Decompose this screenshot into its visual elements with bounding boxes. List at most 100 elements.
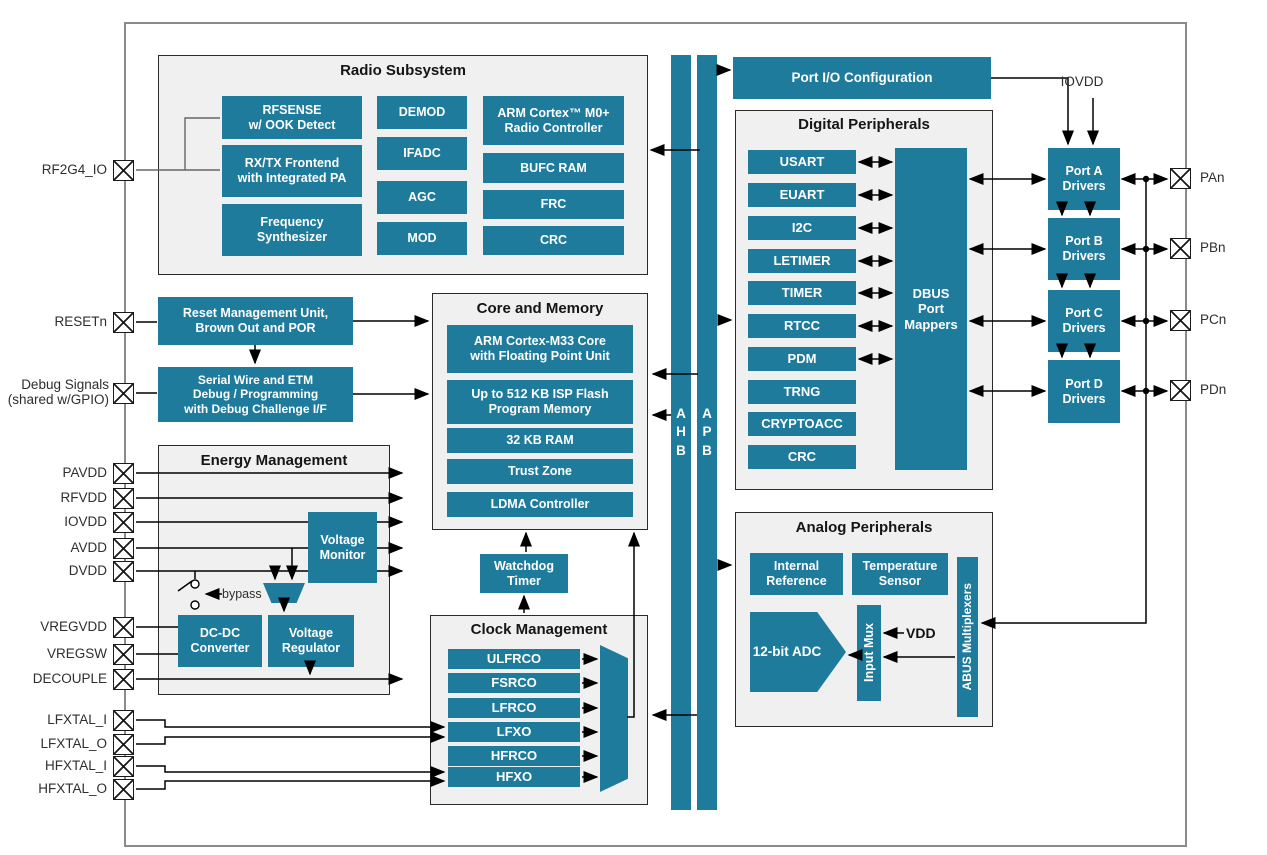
port-c-drivers: Port C Drivers xyxy=(1048,290,1120,352)
block-temperature-sensor: Temperature Sensor xyxy=(852,553,948,595)
ahb-bus-label: AHB xyxy=(676,406,686,458)
abus-multiplexers-label: ABUS Multiplexers xyxy=(960,583,975,691)
iovdd-top-label: IOVDD xyxy=(1060,74,1104,89)
port-a-drivers: Port A Drivers xyxy=(1048,148,1120,210)
osc-lfrco: LFRCO xyxy=(448,698,580,718)
block-voltage-regulator: Voltage Regulator xyxy=(268,615,354,667)
bypass-label: bypass xyxy=(222,587,262,601)
block-abus-multiplexers: ABUS Multiplexers xyxy=(957,557,978,717)
block-mod: MOD xyxy=(377,222,467,255)
block-reset-management: Reset Management Unit, Brown Out and POR xyxy=(158,297,353,345)
pin-resetn xyxy=(113,312,134,333)
pin-label-iovdd: IOVDD xyxy=(64,514,107,529)
pin-label-pcn: PCn xyxy=(1200,312,1227,327)
pin-vregsw xyxy=(113,644,134,665)
block-dbus-port-mappers: DBUS Port Mappers xyxy=(895,148,967,470)
block-frc: FRC xyxy=(483,190,624,219)
block-ram: 32 KB RAM xyxy=(447,428,633,453)
port-b-drivers: Port B Drivers xyxy=(1048,218,1120,280)
block-input-mux: Input Mux xyxy=(857,605,881,701)
peripheral-i2c: I2C xyxy=(748,216,856,240)
apb-bus: APB xyxy=(697,55,717,810)
peripheral-rtcc: RTCC xyxy=(748,314,856,338)
pin-pbn xyxy=(1170,238,1191,259)
osc-hfrco: HFRCO xyxy=(448,746,580,766)
pin-label-rfvdd: RFVDD xyxy=(60,490,108,505)
pin-dvdd xyxy=(113,561,134,582)
pin-pdn xyxy=(1170,380,1191,401)
block-agc: AGC xyxy=(377,181,467,214)
pin-label-hfxtal-i: HFXTAL_I xyxy=(44,758,107,773)
pin-hfxtal-o xyxy=(113,779,134,800)
block-port-io-configuration: Port I/O Configuration xyxy=(733,57,991,99)
block-flash: Up to 512 KB ISP Flash Program Memory xyxy=(447,380,633,424)
pin-label-pbn: PBn xyxy=(1200,240,1226,255)
block-bufc-ram: BUFC RAM xyxy=(483,153,624,183)
block-voltage-monitor: Voltage Monitor xyxy=(308,512,377,583)
block-trust-zone: Trust Zone xyxy=(447,459,633,484)
pin-label-avdd: AVDD xyxy=(70,540,107,555)
pin-lfxtal-o xyxy=(113,734,134,755)
pin-lfxtal-i xyxy=(113,710,134,731)
pin-vregvdd xyxy=(113,617,134,638)
analog-peripherals-title: Analog Peripherals xyxy=(795,519,933,536)
peripheral-crc: CRC xyxy=(748,445,856,469)
pin-label-lfxtal-i: LFXTAL_I xyxy=(47,712,107,727)
peripheral-euart: EUART xyxy=(748,183,856,207)
pin-label-vregvdd: VREGVDD xyxy=(40,619,107,634)
block-dcdc-converter: DC-DC Converter xyxy=(178,615,262,667)
clock-management-title: Clock Management xyxy=(470,621,608,638)
radio-subsystem-title: Radio Subsystem xyxy=(340,62,466,79)
block-demod: DEMOD xyxy=(377,96,467,129)
pin-label-rf2g4-io: RF2G4_IO xyxy=(41,162,107,177)
core-memory-title: Core and Memory xyxy=(476,300,604,317)
block-radio-crc: CRC xyxy=(483,226,624,255)
peripheral-timer: TIMER xyxy=(748,281,856,305)
pin-label-pavdd: PAVDD xyxy=(62,465,107,480)
peripheral-usart: USART xyxy=(748,150,856,174)
peripheral-cryptoacc: CRYPTOACC xyxy=(748,412,856,436)
pin-label-vregsw: VREGSW xyxy=(46,646,107,661)
pin-debug xyxy=(113,383,134,404)
block-ifadc: IFADC xyxy=(377,137,467,170)
pin-rfvdd xyxy=(113,488,134,509)
pin-label-lfxtal-o: LFXTAL_O xyxy=(40,736,107,751)
peripheral-pdm: PDM xyxy=(748,347,856,371)
digital-peripherals-title: Digital Peripherals xyxy=(798,116,930,133)
osc-ulfrco: ULFRCO xyxy=(448,649,580,669)
energy-management-title: Energy Management xyxy=(200,452,348,469)
pin-label-resetn: RESETn xyxy=(54,314,107,329)
energy-mux-shape xyxy=(263,583,305,603)
block-m0-radio-controller: ARM Cortex™ M0+ Radio Controller xyxy=(483,96,624,145)
peripheral-trng: TRNG xyxy=(748,380,856,404)
pin-label-decouple: DECOUPLE xyxy=(32,671,107,686)
pin-pan xyxy=(1170,168,1191,189)
block-internal-reference: Internal Reference xyxy=(750,553,843,595)
block-watchdog-timer: Watchdog Timer xyxy=(480,554,568,593)
port-d-drivers: Port D Drivers xyxy=(1048,360,1120,423)
pin-rf2g4-io xyxy=(113,160,134,181)
pin-pavdd xyxy=(113,463,134,484)
pin-pcn xyxy=(1170,310,1191,331)
osc-lfxo: LFXO xyxy=(448,722,580,742)
pin-label-pan: PAn xyxy=(1200,170,1225,185)
block-cortex-m33: ARM Cortex-M33 Core with Floating Point … xyxy=(447,325,633,373)
apb-bus-label: APB xyxy=(702,406,712,458)
pin-hfxtal-i xyxy=(113,756,134,777)
pin-label-debug: Debug Signals (shared w/GPIO) xyxy=(7,377,109,407)
block-frequency-synthesizer: Frequency Synthesizer xyxy=(222,204,362,256)
pin-label-dvdd: DVDD xyxy=(68,563,107,578)
pin-iovdd xyxy=(113,512,134,533)
pin-avdd xyxy=(113,538,134,559)
pin-label-hfxtal-o: HFXTAL_O xyxy=(38,781,107,796)
peripheral-letimer: LETIMER xyxy=(748,249,856,273)
pin-decouple xyxy=(113,669,134,690)
vdd-label: VDD xyxy=(906,625,936,641)
block-rxtx-frontend: RX/TX Frontend with Integrated PA xyxy=(222,145,362,197)
block-serial-wire-debug: Serial Wire and ETM Debug / Programming … xyxy=(158,367,353,422)
osc-fsrco: FSRCO xyxy=(448,673,580,693)
osc-hfxo: HFXO xyxy=(448,767,580,787)
pin-label-pdn: PDn xyxy=(1200,382,1227,397)
block-ldma: LDMA Controller xyxy=(447,492,633,517)
